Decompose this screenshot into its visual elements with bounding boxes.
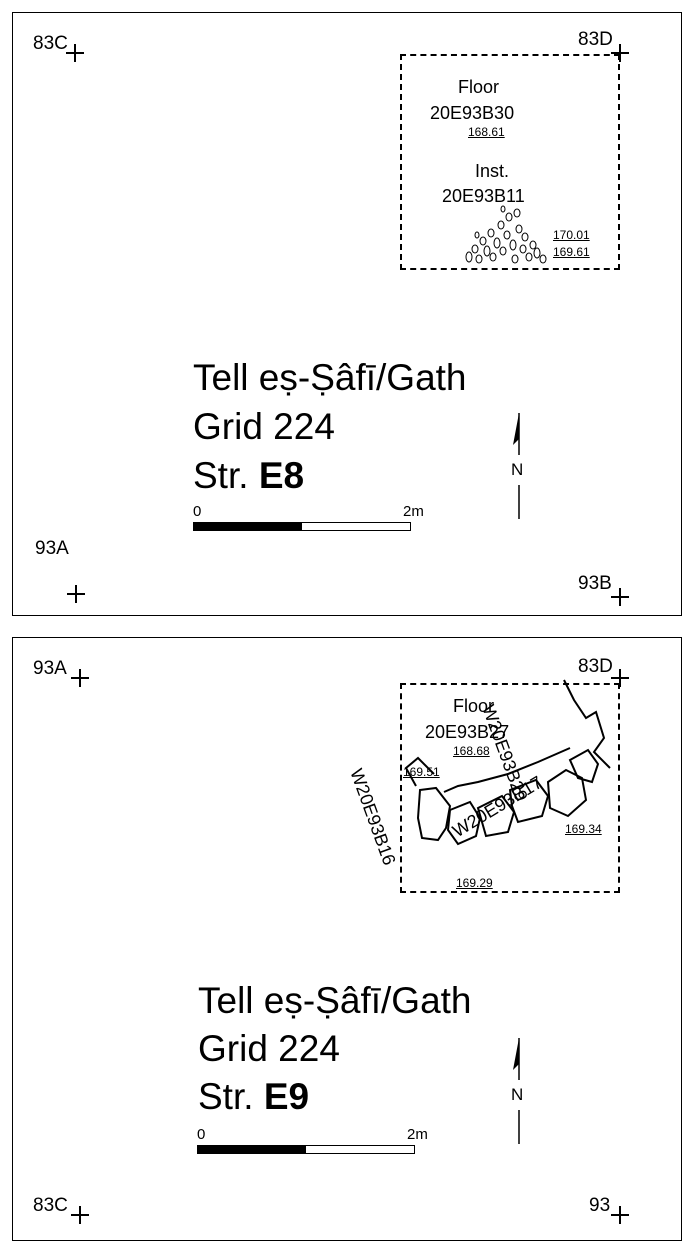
corner-label-bottom-right: 93 [589, 1195, 611, 1216]
elevation-right: 169.34 [565, 822, 602, 836]
scale-bar-filled-segment [194, 523, 302, 530]
corner-label-top-right: 83D [578, 29, 613, 50]
stratum-prefix: Str. [198, 1076, 254, 1117]
site-title: Tell eṣ-Ṣâfī/Gath [198, 980, 472, 1021]
installation-label: Inst. [475, 161, 510, 181]
wall-label-w20e93b16: W20E93B16 [346, 766, 400, 868]
site-title: Tell eṣ-Ṣâfī/Gath [193, 357, 467, 398]
corner-label-top-left: 83C [33, 33, 68, 54]
excavation-area-outline [400, 54, 620, 270]
elevation-bottom: 169.29 [456, 876, 493, 890]
grid-cross-top-left [66, 44, 84, 62]
plan-panel-e8: 83C 83D 93A 93B Floor 20E93B30 168.61 In… [12, 12, 682, 616]
plan-panel-e9: 93A 83D 83C 93 Floor 20E93B27 168.68 169… [12, 637, 682, 1241]
corner-label-top-right: 83D [578, 656, 613, 677]
floor-label: Floor [453, 696, 495, 716]
stone-installation-drawing [465, 205, 547, 264]
grid-cross-top-right [611, 669, 629, 687]
elevation-bottom: 169.61 [553, 245, 590, 259]
scale-bar [193, 522, 411, 531]
corner-label-bottom-right: 93B [578, 573, 612, 594]
scale-start-label: 0 [193, 503, 202, 520]
north-arrow [513, 1038, 520, 1144]
floor-elevation: 168.68 [453, 744, 490, 758]
north-label: N [511, 460, 524, 479]
elevation-left: 169.51 [403, 765, 440, 779]
stratum-label: E9 [263, 1076, 310, 1117]
grid-cross-bottom-left [71, 1206, 89, 1224]
grid-cross-top-right [611, 44, 629, 62]
scale-end-label: 2m [403, 503, 424, 520]
grid-label: Grid 224 [198, 1028, 340, 1069]
wall-stones-drawing [404, 679, 611, 846]
stratum-label: E8 [258, 455, 305, 496]
stratum-prefix: Str. [193, 455, 249, 496]
scale-bar-filled-segment [198, 1146, 306, 1153]
north-label: N [511, 1085, 524, 1104]
elevation-top: 170.01 [553, 228, 590, 242]
floor-elevation: 168.61 [468, 125, 505, 139]
grid-cross-top-left [71, 669, 89, 687]
grid-label: Grid 224 [193, 406, 335, 447]
installation-locus-id: 20E93B11 [442, 186, 525, 206]
scale-bar [197, 1145, 415, 1154]
floor-locus-id: 20E93B30 [430, 103, 515, 123]
floor-label: Floor [458, 77, 500, 97]
grid-cross-bottom-left [67, 585, 85, 603]
corner-label-top-left: 93A [33, 658, 67, 679]
scale-start-label: 0 [197, 1126, 206, 1143]
excavation-area-outline [400, 683, 620, 893]
scale-end-label: 2m [407, 1126, 428, 1143]
corner-label-bottom-left: 83C [33, 1195, 68, 1216]
grid-cross-bottom-right [611, 588, 629, 606]
corner-label-bottom-left: 93A [35, 538, 69, 559]
grid-cross-bottom-right [611, 1206, 629, 1224]
north-arrow [513, 413, 520, 519]
floor-locus-id: 20E93B27 [425, 722, 510, 742]
